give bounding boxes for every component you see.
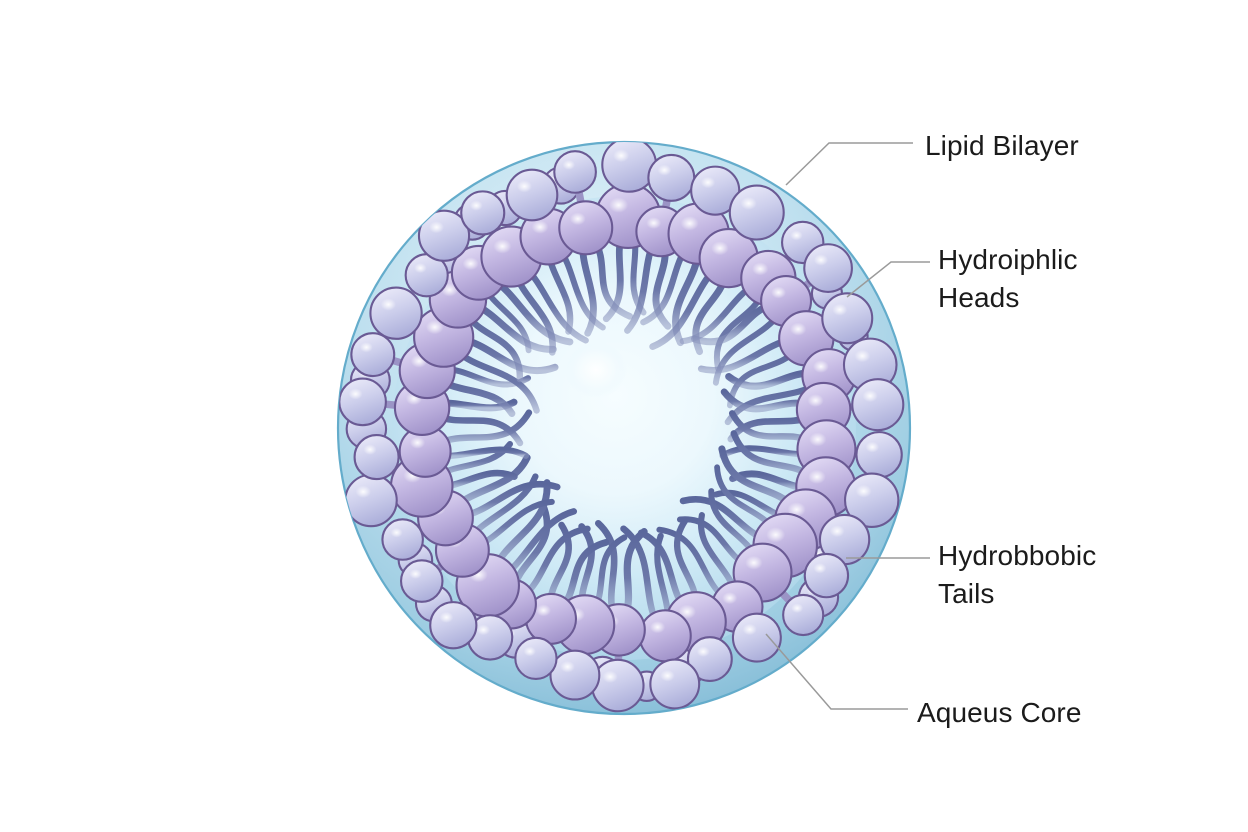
hydrophilic-head-inner — [638, 609, 692, 663]
lipid-bilayer-group — [338, 142, 905, 713]
leader-line-lipid-bilayer — [785, 142, 913, 186]
hydrophilic-head-outer — [460, 190, 506, 236]
hydrophilic-head-outer — [591, 658, 645, 713]
hydrophilic-head-outer — [553, 150, 597, 194]
hydrophilic-head-outer — [369, 286, 423, 340]
hydrophilic-head-outer — [381, 518, 424, 561]
hydrophilic-head-outer — [803, 243, 853, 293]
hydrophilic-head-outer — [505, 168, 559, 222]
hydrophilic-head-outer — [686, 636, 733, 683]
hydrophilic-head-outer — [728, 184, 785, 241]
hydrophilic-head-outer — [803, 552, 850, 599]
hydrophilic-head-outer — [855, 431, 903, 479]
hydrophilic-head-outer — [344, 473, 398, 528]
hydrophilic-head-outer — [851, 378, 905, 432]
hydrophilic-head-inner — [558, 200, 614, 256]
leader-line-aqueous-core — [765, 633, 908, 710]
hydrophilic-head-outer — [842, 337, 898, 393]
leader-lines-group — [765, 142, 930, 710]
hydrophilic-head-outer — [429, 601, 478, 650]
hydrophilic-head-outer — [399, 559, 444, 603]
hydrophilic-head-outer — [466, 614, 514, 661]
hydrophilic-head-outer — [338, 377, 387, 427]
label-aqueous-core: Aqueus Core — [917, 697, 1082, 728]
hydrophilic-head-outer — [647, 153, 696, 202]
hydrophilic-head-outer — [417, 209, 471, 262]
outer-hydrophilic-heads-group — [338, 142, 905, 713]
label-lipid-bilayer: Lipid Bilayer — [925, 130, 1079, 161]
label-hydrophobic-tails: Hydrobbobic Tails — [938, 540, 1097, 609]
inner-hydrophilic-heads-group — [389, 182, 857, 663]
hydrophilic-head-outer — [782, 593, 825, 637]
hydrophilic-head-outer — [549, 649, 601, 701]
hydrophilic-head-outer — [843, 472, 900, 528]
hydrophilic-head-outer — [690, 165, 741, 216]
label-hydrophilic-heads: Hydroiphlic Heads — [938, 244, 1078, 313]
leader-line-hydrophilic-heads — [846, 261, 930, 298]
hydrophilic-head-outer — [350, 332, 396, 378]
hydrophilic-head-outer — [514, 636, 558, 681]
hydrophilic-head-outer — [353, 434, 400, 481]
hydrophilic-head-outer — [821, 292, 874, 345]
hydrophilic-head-outer — [649, 658, 701, 710]
hydrophilic-head-outer — [601, 142, 658, 193]
hydrophilic-head-outer — [731, 612, 782, 663]
